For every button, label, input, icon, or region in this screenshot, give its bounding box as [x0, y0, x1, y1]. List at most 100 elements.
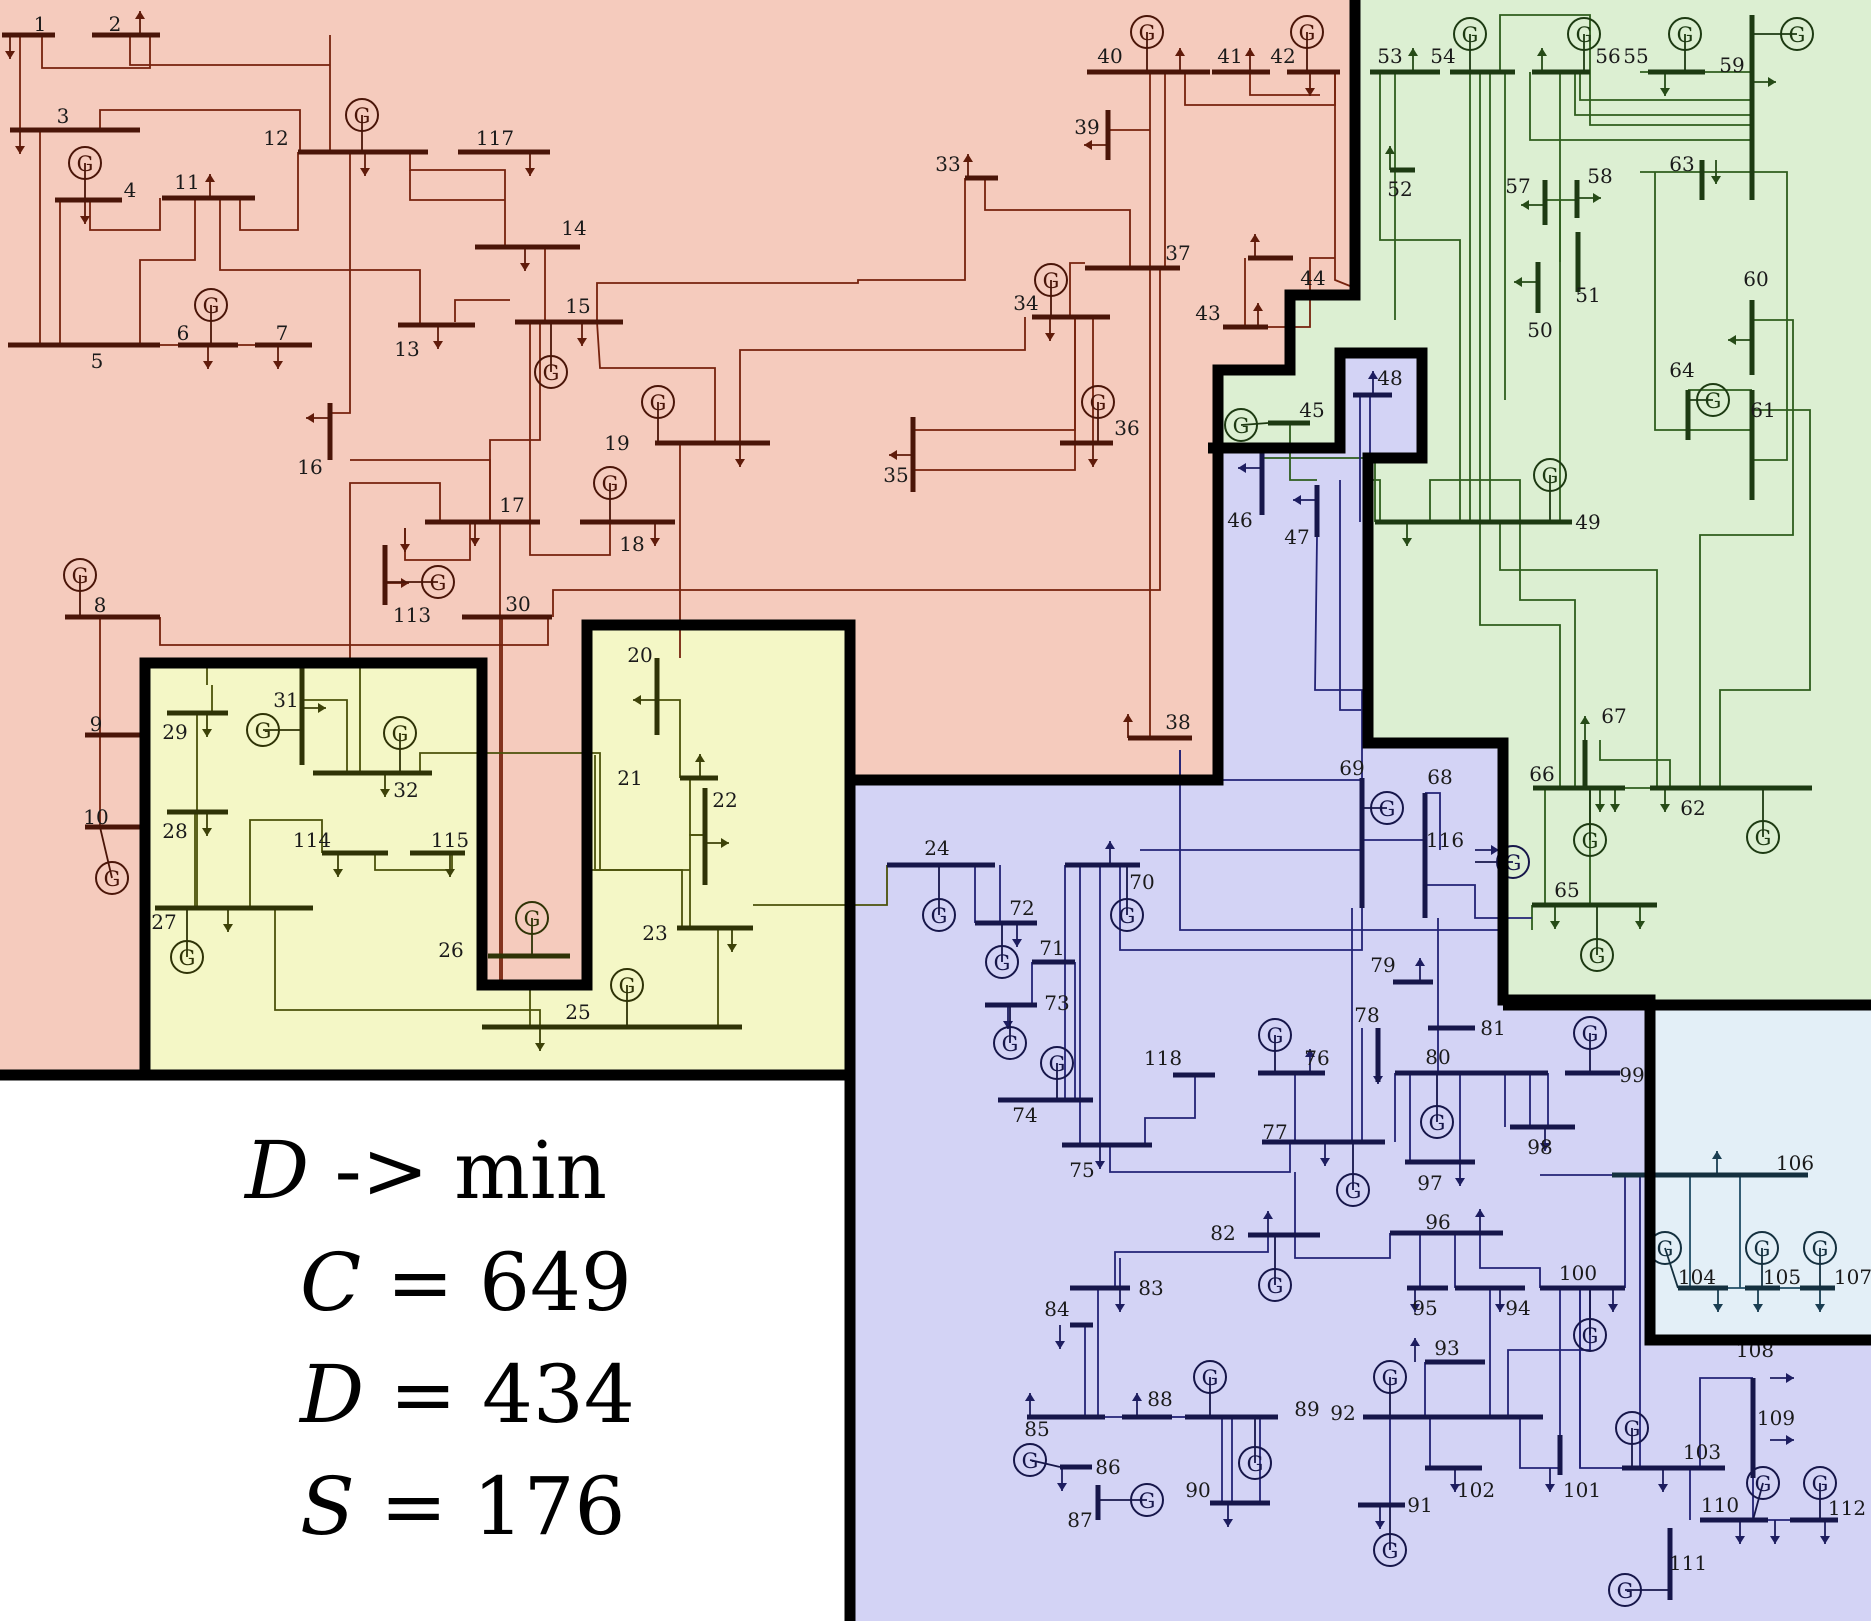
generator-icon: G: [1098, 1483, 1164, 1517]
load-arrow: [1105, 841, 1115, 865]
generator-icon: G: [63, 558, 97, 617]
bus-label-82: 82: [1210, 1221, 1235, 1245]
generator-label: G: [1542, 464, 1559, 488]
load-arrow: [1753, 1288, 1763, 1312]
load-arrow: [1608, 1288, 1618, 1312]
bus-label-28: 28: [162, 819, 187, 843]
transmission-line: [1599, 740, 1671, 788]
bus-label-11: 11: [174, 170, 199, 194]
bus-label-17: 17: [499, 493, 524, 517]
bus-label-34: 34: [1013, 291, 1038, 315]
generator-label: G: [1705, 389, 1722, 413]
transmission-line: [409, 170, 505, 201]
load-arrow: [205, 174, 215, 198]
generator-label: G: [994, 951, 1011, 975]
load-arrow: [889, 450, 913, 460]
load-arrow: [400, 528, 410, 552]
generator-label: G: [1202, 1366, 1219, 1390]
bus-label-102: 102: [1457, 1478, 1495, 1502]
generator-label: G: [1379, 797, 1396, 821]
bus-label-73: 73: [1044, 991, 1069, 1015]
load-arrow: [1577, 193, 1601, 203]
generator-icon: G: [1752, 17, 1814, 51]
bus-label-1: 1: [34, 12, 47, 36]
load-arrow: [1455, 1162, 1465, 1186]
load-arrow: [1320, 1142, 1330, 1166]
score-d: D = 434: [298, 1348, 635, 1441]
load-arrow: [1815, 1288, 1825, 1312]
transmission-line: [1479, 522, 1561, 788]
bus-label-92: 92: [1330, 1401, 1355, 1425]
transmission-line: [419, 752, 601, 870]
bus-label-22: 22: [712, 788, 737, 812]
transmission-line: [1069, 262, 1085, 317]
generator-label: G: [354, 104, 371, 128]
transmission-line: [552, 268, 1161, 617]
load-arrow: [1712, 1151, 1722, 1175]
generator-label: G: [1657, 1237, 1674, 1261]
load-arrow: [1245, 48, 1255, 72]
transmission-lines: [5, 11, 1830, 1544]
generator-label: G: [1382, 1366, 1399, 1390]
load-arrow: [380, 773, 390, 797]
region-yellow: [145, 628, 852, 1070]
load-arrow: [1305, 1049, 1315, 1073]
load-arrow: [1495, 1288, 1505, 1312]
generator-label: G: [931, 904, 948, 928]
load-arrow: [5, 35, 15, 59]
load-arrow: [202, 812, 212, 836]
transmission-line: [1114, 1235, 1269, 1288]
generator-label: G: [1505, 851, 1522, 875]
bus-label-97: 97: [1417, 1171, 1442, 1195]
bus-label-111: 111: [1669, 1551, 1707, 1575]
bus-label-21: 21: [617, 766, 642, 790]
load-arrow: [1770, 1520, 1780, 1544]
load-arrow: [202, 713, 212, 737]
bus-label-114: 114: [293, 828, 331, 852]
generator-icon: G: [1040, 1046, 1074, 1100]
transmission-line: [1654, 172, 1752, 431]
bus-label-77: 77: [1262, 1120, 1287, 1144]
bus-label-109: 109: [1757, 1406, 1795, 1430]
bus-label-65: 65: [1554, 878, 1579, 902]
bus-label-72: 72: [1009, 896, 1034, 920]
bus-label-91: 91: [1407, 1493, 1432, 1517]
load-arrow: [1238, 463, 1262, 473]
generator-label: G: [524, 907, 541, 931]
transmission-line: [1425, 792, 1441, 850]
load-arrow: [1545, 1468, 1555, 1492]
load-arrow: [273, 345, 283, 369]
load-arrow: [705, 838, 729, 848]
generator-label: G: [1589, 944, 1606, 968]
bus-label-50: 50: [1527, 318, 1552, 342]
load-arrow: [1410, 1288, 1420, 1312]
generator-label: G: [602, 472, 619, 496]
transmission-line: [1499, 14, 1591, 72]
load-arrow: [520, 247, 530, 271]
generator-label: G: [1582, 1022, 1599, 1046]
bus-label-62: 62: [1680, 796, 1705, 820]
bus-label-68: 68: [1427, 765, 1452, 789]
load-arrow: [1521, 200, 1545, 210]
generator-label: G: [1582, 829, 1599, 853]
generator-icon: G: [1668, 17, 1702, 72]
load-arrow: [1728, 335, 1752, 345]
generator-label: G: [1119, 904, 1136, 928]
transmission-line: [739, 317, 1026, 443]
load-arrow: [1610, 788, 1620, 812]
load-arrow: [203, 345, 213, 369]
score-panel: D -> min C = 649 D = 434 S = 176: [243, 1124, 635, 1553]
transmission-line: [139, 198, 196, 345]
bus-label-8: 8: [94, 593, 107, 617]
load-arrow: [633, 695, 657, 705]
generator-label: G: [430, 571, 447, 595]
load-arrow: [1095, 1145, 1105, 1169]
generator-icon: G: [985, 923, 1019, 979]
generator-icon: G: [1453, 17, 1487, 72]
transmission-line: [1699, 1377, 1753, 1468]
load-arrow: [1475, 845, 1499, 855]
bus-label-96: 96: [1425, 1210, 1450, 1234]
generator-icon: G: [1258, 1018, 1292, 1073]
load-arrow: [385, 578, 409, 588]
generator-label: G: [72, 564, 89, 588]
